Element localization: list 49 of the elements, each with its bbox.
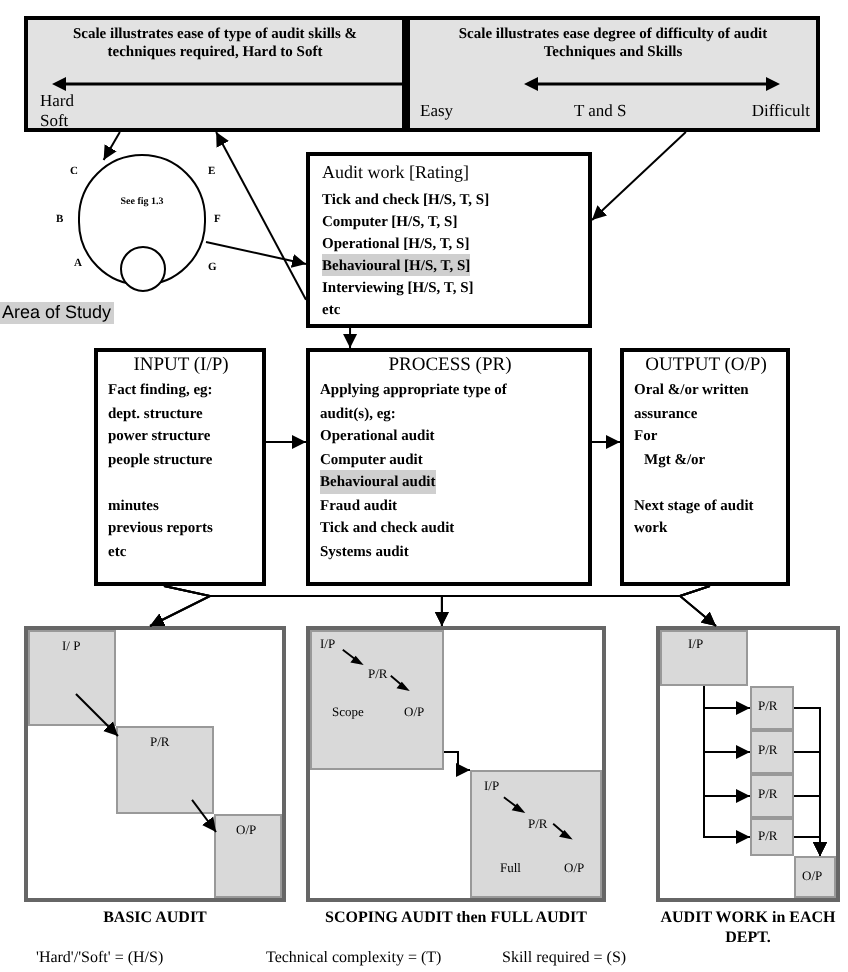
- box-heading: Audit work [Rating]: [322, 160, 471, 184]
- process-box: [306, 152, 592, 328]
- scale-end-label: Hard: [40, 90, 74, 110]
- arrow: [591, 435, 621, 449]
- box-heading: OUTPUT (O/P): [643, 354, 769, 378]
- process-box: [306, 348, 592, 586]
- diagram-panel: [24, 626, 286, 902]
- stage-cell: [794, 856, 836, 898]
- stage-cell: [750, 774, 794, 818]
- arrow: [703, 685, 751, 844]
- stage-cell: [214, 814, 282, 898]
- panel-caption: SCOPING AUDIT then FULL AUDIT: [323, 908, 589, 928]
- panel-caption: BASIC AUDIT: [101, 908, 209, 928]
- process-box: [620, 348, 790, 586]
- arrow: [591, 131, 687, 221]
- arrow: [443, 750, 471, 777]
- stage-cell: [750, 818, 794, 856]
- area-label: Area of Study: [0, 302, 114, 324]
- stage-cell: [660, 630, 748, 686]
- diagram-panel: [306, 626, 606, 902]
- box-heading: PROCESS (PR): [386, 354, 514, 378]
- scale-mid-label: T and S: [574, 100, 627, 120]
- arrow: [74, 693, 119, 738]
- arrow: [265, 435, 307, 449]
- scale-end-label: Difficult: [751, 100, 810, 120]
- arrow: [793, 836, 827, 857]
- footnote: Skill required = (S): [502, 948, 627, 968]
- process-box: [94, 348, 266, 586]
- arrow: [343, 327, 358, 349]
- scale-end-label: Soft: [40, 110, 69, 130]
- scale-box: [406, 16, 820, 132]
- arrow: [678, 585, 717, 627]
- stage-cell: [470, 770, 602, 898]
- box-heading: INPUT (I/P): [131, 354, 231, 378]
- arrow: [215, 131, 307, 301]
- footnote: 'Hard'/'Soft' = (H/S): [36, 948, 164, 968]
- scale-end-label: Easy: [420, 100, 454, 120]
- arrow: [102, 131, 121, 161]
- stage-cell: [28, 630, 116, 726]
- stage-cell: [310, 630, 444, 770]
- panel-caption: AUDIT WORK in EACH DEPT.: [660, 908, 836, 948]
- arrow: [205, 241, 307, 268]
- stage-cell: [116, 726, 214, 814]
- stage-cell: [750, 730, 794, 774]
- arrow: [191, 798, 218, 833]
- scale-box: [24, 16, 406, 132]
- diagram-panel: [656, 626, 840, 902]
- stage-cell: [750, 686, 794, 730]
- footnote: Technical complexity = (T): [266, 948, 442, 968]
